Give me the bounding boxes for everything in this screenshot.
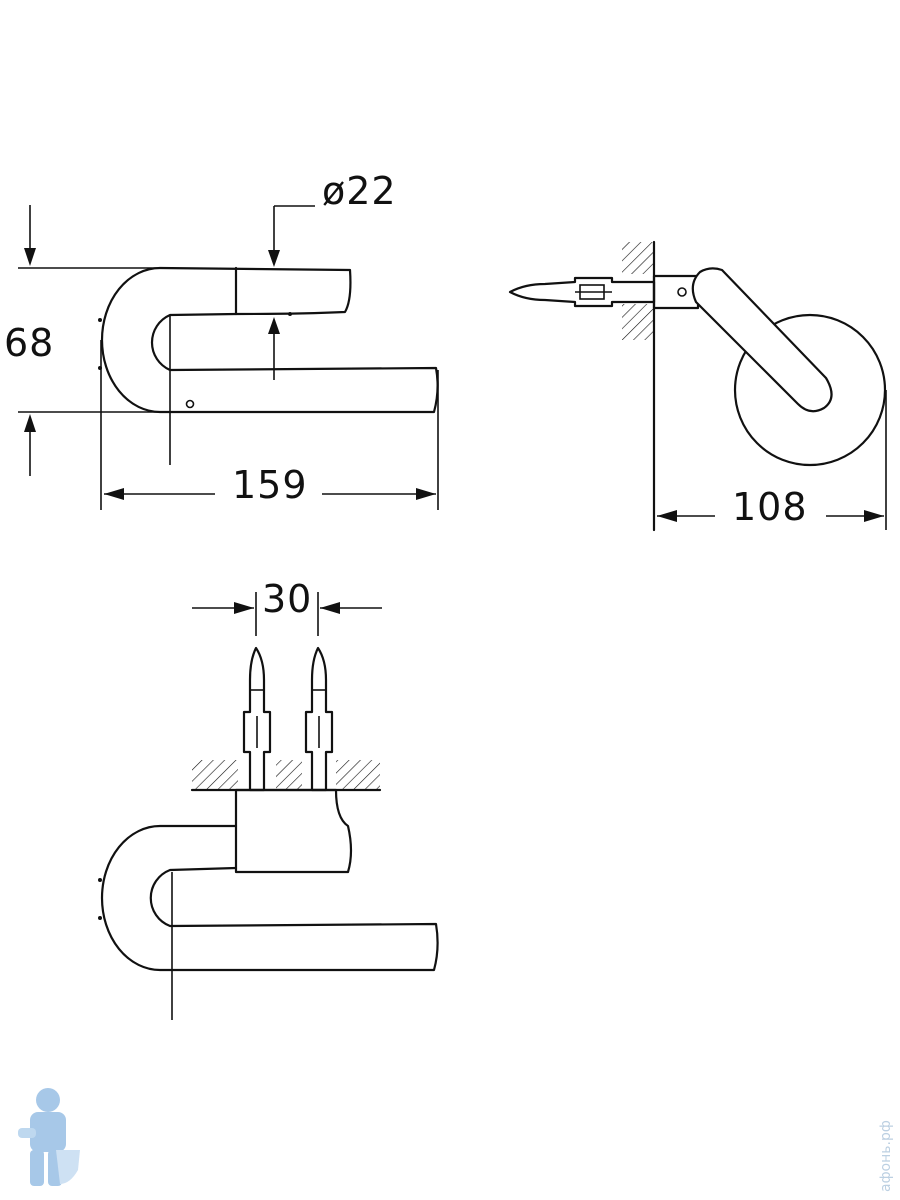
top-disc [733, 313, 887, 467]
front-view: 30 [98, 577, 439, 1020]
top-screw-mark [677, 287, 687, 297]
dim-length-label: 159 [232, 463, 308, 507]
side-weld-mark [288, 312, 292, 316]
dim-depth-label: 108 [732, 485, 808, 529]
top-view: 108 [508, 240, 887, 532]
top-arm [691, 267, 833, 413]
front-wall-hatch-left [192, 760, 238, 790]
front-mounting-block [234, 788, 353, 874]
dim-height-label: 68 [4, 321, 54, 365]
front-wall-hatch-mid [276, 760, 302, 790]
front-weld-mark [98, 878, 102, 882]
side-screw-mark [185, 399, 195, 409]
front-wall-hatch-right [336, 760, 380, 790]
wall-hatch-top [622, 242, 654, 274]
watermark-text: афонь.рф [878, 1120, 894, 1192]
front-handle-outline [100, 824, 439, 972]
wall-hatch-bottom [622, 304, 654, 340]
side-view: 68 ø22 159 [4, 169, 439, 510]
plumber-mascot-icon [18, 1088, 80, 1186]
front-weld-mark [98, 916, 102, 920]
side-weld-mark [98, 318, 102, 322]
dim-diameter-label: ø22 [322, 169, 397, 213]
top-socket [652, 274, 700, 310]
dim-spacing-label: 30 [262, 577, 312, 621]
front-anchor-left [242, 646, 272, 792]
side-handle-outline [100, 266, 439, 414]
top-anchor-plug [579, 284, 605, 300]
front-anchor-right [304, 646, 334, 792]
